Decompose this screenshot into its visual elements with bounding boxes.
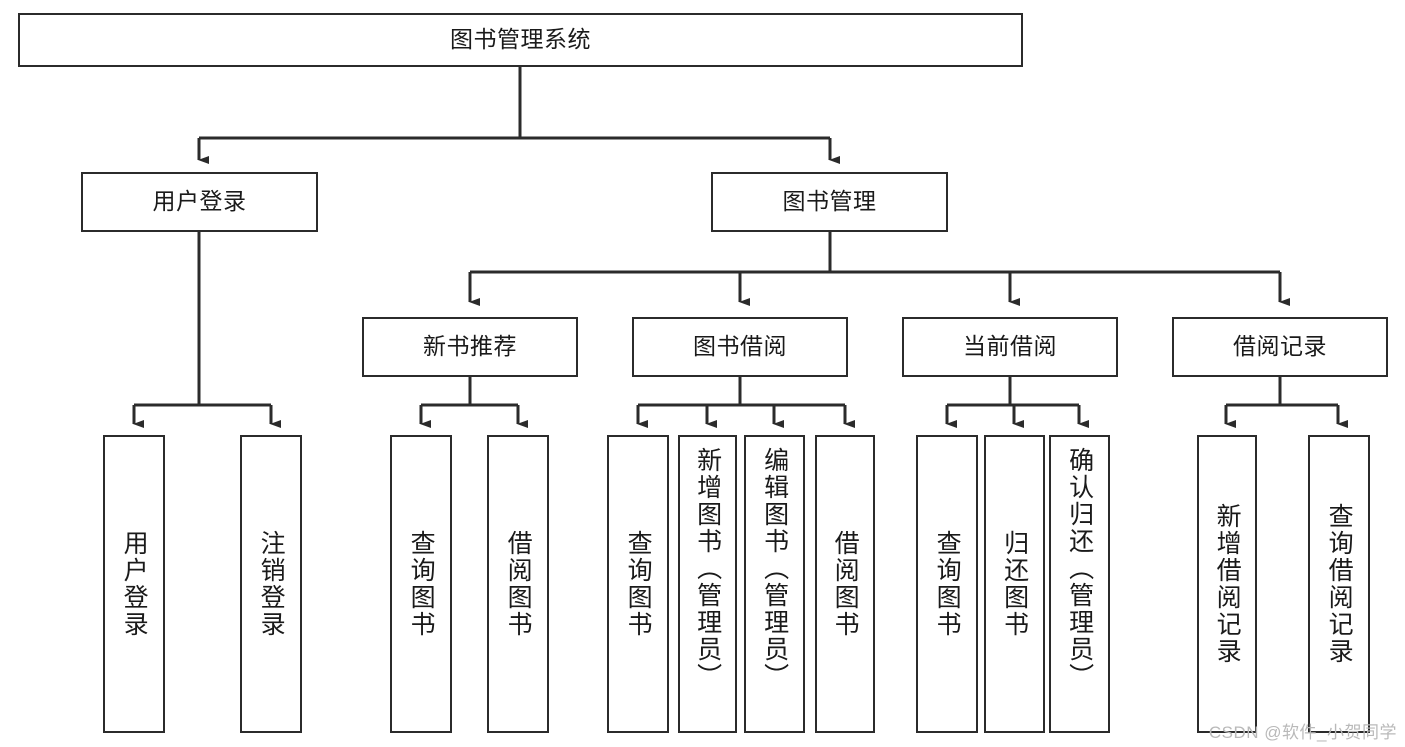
node-leaf-query-book-1-label: 查询图书	[407, 530, 436, 638]
node-leaf-edit-book[interactable]: 编辑图书（管理员）	[744, 435, 805, 733]
edge-newbook-to-leaves	[419, 377, 528, 428]
node-leaf-confirm-return[interactable]: 确认归还（管理员）	[1049, 435, 1110, 733]
node-leaf-query-book-2[interactable]: 查询图书	[607, 435, 669, 733]
node-leaf-borrow-book-2-label: 借阅图书	[831, 530, 860, 638]
node-user-login[interactable]: 用户登录	[81, 172, 318, 232]
node-root[interactable]: 图书管理系统	[18, 13, 1023, 67]
edge-bookborrow-to-leaves	[636, 377, 855, 428]
edge-root-to-level2	[197, 67, 840, 164]
edge-userlogin-to-leaves	[132, 232, 281, 428]
node-user-login-label: 用户登录	[152, 188, 247, 215]
node-leaf-user-login[interactable]: 用户登录	[103, 435, 165, 733]
node-leaf-borrow-book-1-label: 借阅图书	[504, 530, 533, 638]
node-leaf-add-book-label: 新增图书（管理员）	[693, 447, 722, 690]
node-root-label: 图书管理系统	[450, 26, 591, 53]
node-leaf-return-book[interactable]: 归还图书	[984, 435, 1045, 733]
node-borrow-record-label: 借阅记录	[1233, 333, 1327, 360]
node-leaf-return-book-label: 归还图书	[1000, 530, 1029, 638]
node-leaf-confirm-return-label: 确认归还（管理员）	[1065, 447, 1094, 690]
node-current-borrow[interactable]: 当前借阅	[902, 317, 1118, 377]
node-leaf-logout-login[interactable]: 注销登录	[240, 435, 302, 733]
node-book-borrow[interactable]: 图书借阅	[632, 317, 848, 377]
node-new-book-recommend-label: 新书推荐	[423, 333, 517, 360]
node-borrow-record[interactable]: 借阅记录	[1172, 317, 1388, 377]
node-leaf-add-record-label: 新增借阅记录	[1213, 503, 1242, 665]
node-leaf-query-record-label: 查询借阅记录	[1325, 503, 1354, 665]
node-leaf-add-book[interactable]: 新增图书（管理员）	[678, 435, 737, 733]
node-leaf-logout-login-label: 注销登录	[257, 530, 286, 638]
node-current-borrow-label: 当前借阅	[963, 333, 1057, 360]
node-leaf-user-login-label: 用户登录	[120, 530, 149, 638]
node-leaf-query-record[interactable]: 查询借阅记录	[1308, 435, 1370, 733]
node-leaf-add-record[interactable]: 新增借阅记录	[1197, 435, 1257, 733]
edge-bookmanage-to-level3	[468, 232, 1290, 306]
node-book-manage-label: 图书管理	[782, 188, 877, 215]
node-leaf-edit-book-label: 编辑图书（管理员）	[760, 447, 789, 690]
edge-borrowrecord-to-leaves	[1224, 377, 1348, 428]
edge-currentborrow-to-leaves	[945, 377, 1089, 428]
node-leaf-query-book-3[interactable]: 查询图书	[916, 435, 978, 733]
node-leaf-borrow-book-1[interactable]: 借阅图书	[487, 435, 549, 733]
node-book-manage[interactable]: 图书管理	[711, 172, 948, 232]
node-leaf-query-book-1[interactable]: 查询图书	[390, 435, 452, 733]
node-book-borrow-label: 图书借阅	[693, 333, 787, 360]
node-leaf-query-book-2-label: 查询图书	[624, 530, 653, 638]
node-leaf-query-book-3-label: 查询图书	[933, 530, 962, 638]
node-leaf-borrow-book-2[interactable]: 借阅图书	[815, 435, 875, 733]
watermark-text: CSDN @软件_小贺同学	[1208, 723, 1397, 742]
node-new-book-recommend[interactable]: 新书推荐	[362, 317, 578, 377]
